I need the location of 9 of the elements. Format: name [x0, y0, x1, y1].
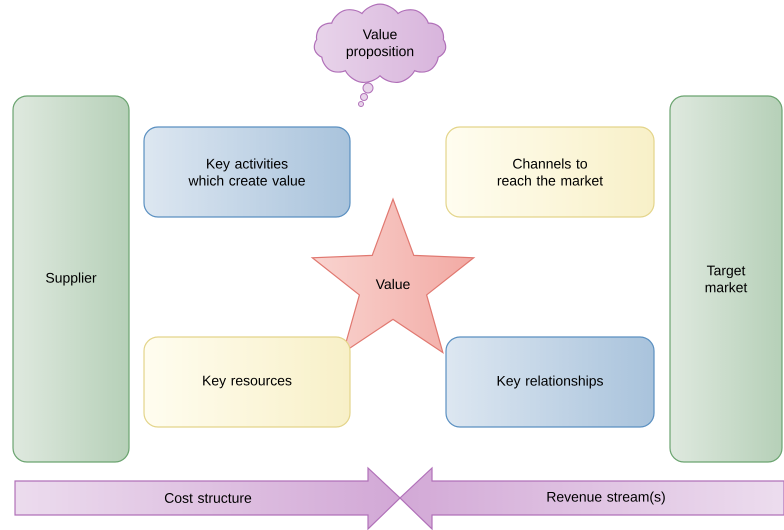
process-box: Key resources	[143, 336, 351, 428]
pointed-banner: Revenue stream(s)	[399, 466, 784, 530]
pointed-banner: Cost structure	[14, 466, 401, 530]
side-panel: Supplier	[12, 95, 130, 463]
thought-cloud: Value proposition	[314, 4, 446, 107]
process-box: Key relationships	[445, 336, 655, 428]
process-box: Channels to reach the market	[445, 126, 655, 218]
process-box: Key activities which create value	[143, 126, 351, 218]
side-panel: Target market	[669, 95, 783, 463]
